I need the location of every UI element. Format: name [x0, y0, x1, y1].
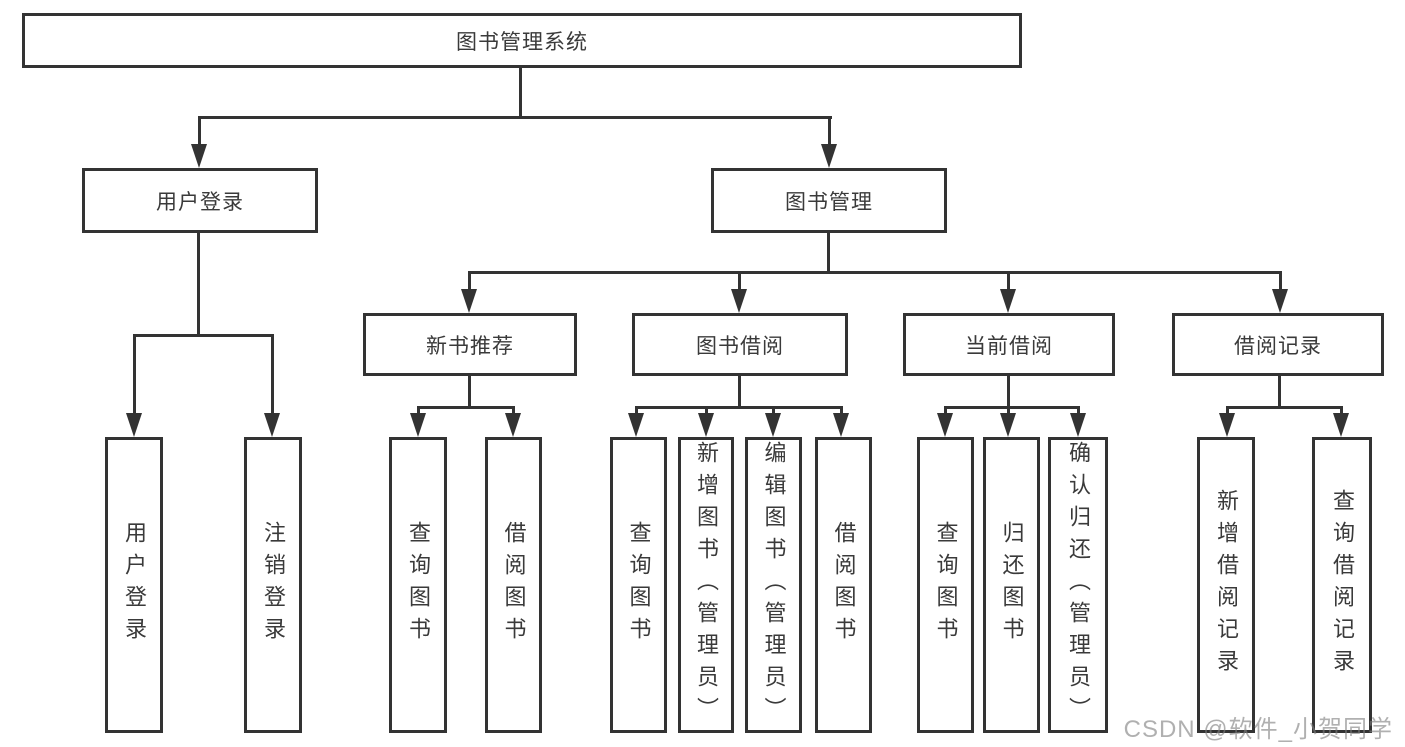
node-borrowing-records: 借阅记录 — [1172, 313, 1384, 376]
arrow-down-icon — [191, 144, 207, 168]
connector-line — [468, 271, 471, 291]
connector-line — [1278, 376, 1281, 408]
connector-line — [417, 406, 515, 409]
connector-line — [738, 376, 741, 408]
node-label: 借阅图书 — [501, 521, 527, 649]
connector-line — [1226, 406, 1342, 409]
node-label: 编辑图书（管理员） — [761, 441, 787, 729]
leaf-add-borrow-record: 新增借阅记录 — [1197, 437, 1255, 733]
arrow-down-icon — [821, 144, 837, 168]
arrow-down-icon — [264, 413, 280, 437]
connector-line — [944, 406, 1080, 409]
node-new-book-recommendation: 新书推荐 — [363, 313, 577, 376]
leaf-edit-books-admin: 编辑图书（管理员） — [745, 437, 802, 733]
connector-line — [468, 376, 471, 408]
csdn-watermark: CSDN @软件_小贺同学 — [1123, 716, 1393, 743]
connector-line — [519, 68, 522, 118]
arrow-down-icon — [1333, 413, 1349, 437]
node-user-login: 用户登录 — [82, 168, 318, 233]
arrow-down-icon — [1070, 413, 1086, 437]
connector-line — [197, 233, 200, 337]
leaf-user-login: 用户登录 — [105, 437, 163, 733]
connector-line — [1340, 406, 1343, 416]
connector-line — [1226, 406, 1229, 416]
node-label: 借阅图书 — [831, 521, 857, 649]
connector-line — [1007, 406, 1010, 416]
node-label: 归还图书 — [999, 521, 1025, 649]
node-label: 查询图书 — [626, 521, 652, 649]
leaf-query-books-1: 查询图书 — [389, 437, 447, 733]
node-label: 图书借阅 — [696, 334, 784, 358]
node-label: 新增借阅记录 — [1214, 489, 1239, 681]
node-label: 查询图书 — [933, 521, 959, 649]
connector-line — [133, 334, 274, 337]
node-label: 查询借阅记录 — [1330, 489, 1355, 681]
arrow-down-icon — [461, 289, 477, 313]
node-label: 查询图书 — [406, 521, 431, 649]
node-label: 确认归还（管理员） — [1066, 441, 1091, 729]
connector-line — [840, 406, 843, 416]
leaf-add-books-admin: 新增图书（管理员） — [678, 437, 734, 733]
connector-line — [512, 406, 515, 416]
arrow-down-icon — [833, 413, 849, 437]
connector-line — [635, 406, 842, 409]
connector-line — [828, 116, 831, 148]
connector-line — [827, 233, 830, 274]
arrow-down-icon — [628, 413, 644, 437]
leaf-logout: 注销登录 — [244, 437, 302, 733]
connector-line — [705, 406, 708, 416]
arrow-down-icon — [1219, 413, 1235, 437]
leaf-return-books: 归还图书 — [983, 437, 1040, 733]
leaf-query-borrow-record: 查询借阅记录 — [1312, 437, 1372, 733]
node-book-management: 图书管理 — [711, 168, 947, 233]
node-label: 注销登录 — [261, 521, 286, 649]
connector-line — [1279, 271, 1282, 291]
leaf-query-books-3: 查询图书 — [917, 437, 974, 733]
connector-line — [772, 406, 775, 416]
leaf-query-books-2: 查询图书 — [610, 437, 667, 733]
arrow-down-icon — [1272, 289, 1288, 313]
node-label: 图书管理系统 — [456, 30, 588, 54]
arrow-down-icon — [765, 413, 781, 437]
arrow-down-icon — [1000, 413, 1016, 437]
connector-line — [738, 271, 741, 291]
node-label: 用户登录 — [156, 190, 244, 214]
node-label: 用户登录 — [122, 521, 147, 649]
connector-line — [1077, 406, 1080, 416]
leaf-borrow-books-1: 借阅图书 — [485, 437, 542, 733]
node-label: 借阅记录 — [1234, 334, 1322, 358]
leaf-confirm-return-admin: 确认归还（管理员） — [1048, 437, 1108, 733]
connector-line — [271, 334, 274, 415]
connector-line — [468, 271, 1281, 274]
connector-line — [198, 116, 832, 119]
connector-line — [635, 406, 638, 416]
connector-line — [1007, 376, 1010, 408]
node-label: 当前借阅 — [965, 334, 1053, 358]
node-label: 新增图书（管理员） — [694, 441, 719, 729]
arrow-down-icon — [937, 413, 953, 437]
leaf-borrow-books-2: 借阅图书 — [815, 437, 872, 733]
node-label: 图书管理 — [785, 190, 873, 214]
arrow-down-icon — [410, 413, 426, 437]
arrow-down-icon — [731, 289, 747, 313]
arrow-down-icon — [505, 413, 521, 437]
node-label: 新书推荐 — [426, 334, 514, 358]
arrow-down-icon — [1000, 289, 1016, 313]
connector-line — [417, 406, 420, 416]
connector-line — [133, 334, 136, 415]
connector-line — [1007, 271, 1010, 291]
arrow-down-icon — [126, 413, 142, 437]
arrow-down-icon — [698, 413, 714, 437]
connector-line — [198, 116, 201, 148]
connector-line — [944, 406, 947, 416]
node-book-borrowing: 图书借阅 — [632, 313, 848, 376]
node-current-borrowing: 当前借阅 — [903, 313, 1115, 376]
node-root-library-system: 图书管理系统 — [22, 13, 1022, 68]
